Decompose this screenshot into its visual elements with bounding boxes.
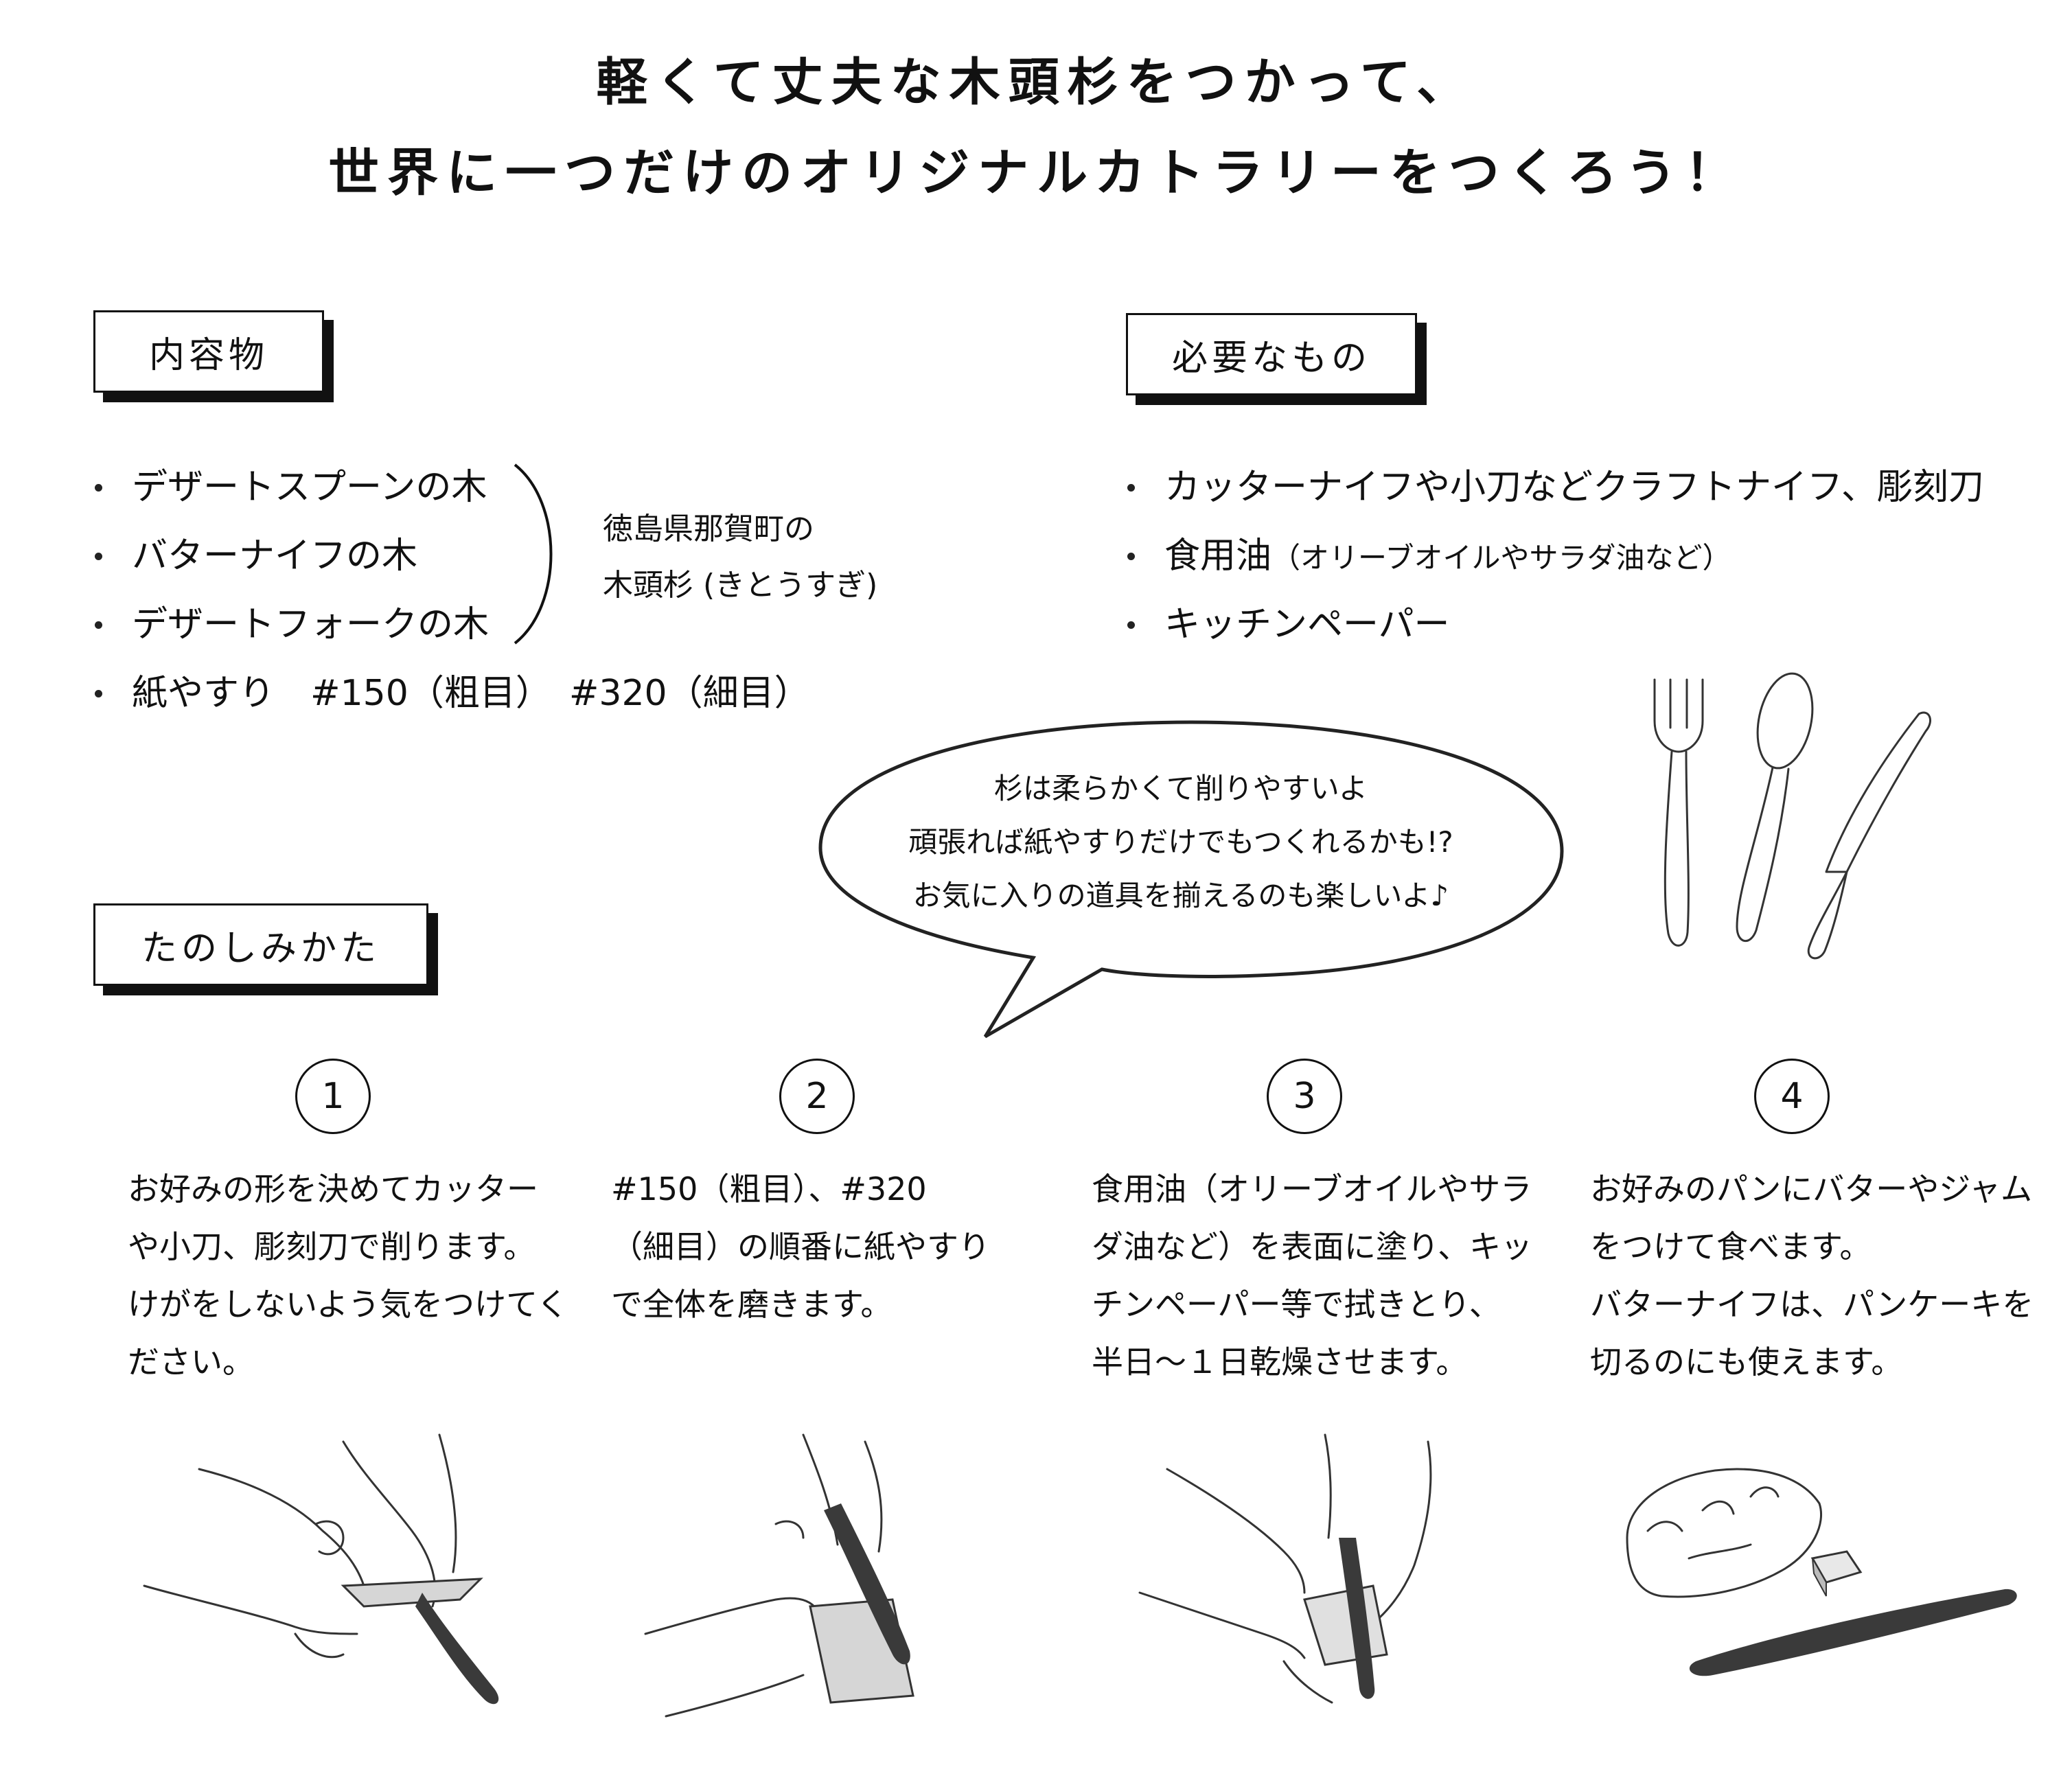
step-line: #150（粗目）、#320 [611, 1170, 927, 1208]
step-line: 切るのにも使えます。 [1590, 1343, 1903, 1381]
bread-butter-illustration-icon [1626, 1468, 2017, 1676]
step-line: をつけて食べます。 [1590, 1228, 1872, 1265]
step-line: けがをしないよう気をつけてく [128, 1286, 568, 1323]
oiling-illustration-icon [1138, 1433, 1432, 1704]
page-title-line-2: 世界に一つだけのオリジナルカトラリーをつくろう！ [328, 143, 1744, 203]
list-item: バターナイフの木 [93, 522, 810, 590]
step-line: チンペーパー等で拭きとり、 [1092, 1286, 1501, 1323]
step-description-3: 食用油（オリーブオイルやサラ ダ油など）を表面に塗り、キッ チンペーパー等で拭き… [1092, 1160, 1533, 1391]
origin-line: 徳島県那賀町の [603, 511, 814, 546]
step-number-2: 2 [779, 1059, 855, 1134]
contents-heading: 内容物 [93, 310, 324, 393]
step-line: バターナイフは、パンケーキを [1590, 1286, 2034, 1323]
step-description-1: お好みの形を決めてカッター や小刀、彫刻刀で削ります。 けがをしないよう気をつけ… [128, 1160, 568, 1391]
list-item: 食用油（オリーブオイルやサラダ油など） [1126, 522, 1984, 590]
list-item-label: 食用油 [1164, 535, 1272, 577]
list-item: デザートスプーンの木 [93, 453, 810, 522]
step-line: 半日～１日乾燥させます。 [1092, 1343, 1468, 1381]
speech-bubble-text: 杉は柔らかくて削りやすいよ 頑張れば紙やすりだけでもつくれるかも!? お気に入り… [824, 762, 1538, 923]
contents-list: デザートスプーンの木 バターナイフの木 デザートフォークの木 紙やすり #150… [93, 453, 810, 728]
list-item: カッターナイフや小刀などクラフトナイフ、彫刻刀 [1126, 453, 1984, 522]
wood-origin-note: 徳島県那賀町の 木頭杉 (きとうすぎ) [603, 501, 877, 614]
bracket-icon [514, 463, 553, 645]
step-line: や小刀、彫刻刀で削ります。 [128, 1228, 536, 1265]
step-line: お好みの形を決めてカッター [128, 1170, 538, 1208]
step-description-2: #150（粗目）、#320 （細目）の順番に紙やすり で全体を磨きます。 [611, 1160, 1050, 1333]
step-line: ダ油など）を表面に塗り、キッ [1092, 1228, 1533, 1265]
list-item-note: （オリーブオイルやサラダ油など） [1271, 541, 1731, 575]
howto-heading: たのしみかた [93, 903, 428, 986]
needs-list: カッターナイフや小刀などクラフトナイフ、彫刻刀 食用油（オリーブオイルやサラダ油… [1126, 453, 1984, 659]
list-item: 紙やすり #150（粗目） #320（細目） [93, 659, 810, 728]
list-item: デザートフォークの木 [93, 590, 810, 659]
step-description-4: お好みのパンにバターやジャム をつけて食べます。 バターナイフは、パンケーキを … [1590, 1160, 2034, 1391]
step-number-1: 1 [295, 1059, 371, 1134]
page-title-line-1: 軽くて丈夫な木頭杉をつかって、 [596, 53, 1476, 112]
list-item: キッチンペーパー [1126, 590, 1984, 659]
cutlery-illustration-icon [1653, 672, 1931, 960]
needs-heading: 必要なもの [1126, 313, 1417, 395]
bubble-line: 杉は柔らかくて削りやすいよ [994, 772, 1368, 805]
step-line: ださい。 [128, 1343, 254, 1381]
carving-illustration-icon [143, 1433, 499, 1705]
speech-bubble-icon [818, 720, 1564, 1039]
origin-line: 木頭杉 (きとうすぎ) [603, 568, 878, 603]
step-line: お好みのパンにバターやジャム [1590, 1170, 2032, 1208]
sanding-illustration-icon [644, 1433, 914, 1718]
step-line: で全体を磨きます。 [611, 1286, 893, 1323]
step-number-3: 3 [1267, 1059, 1342, 1134]
step-number-4: 4 [1754, 1059, 1830, 1134]
step-line: （細目）の順番に紙やすり [611, 1228, 990, 1265]
bubble-line: お気に入りの道具を揃えるのも楽しいよ♪ [912, 879, 1449, 912]
bubble-line: 頑張れば紙やすりだけでもつくれるかも!? [908, 825, 1453, 859]
step-line: 食用油（オリーブオイルやサラ [1092, 1170, 1532, 1208]
